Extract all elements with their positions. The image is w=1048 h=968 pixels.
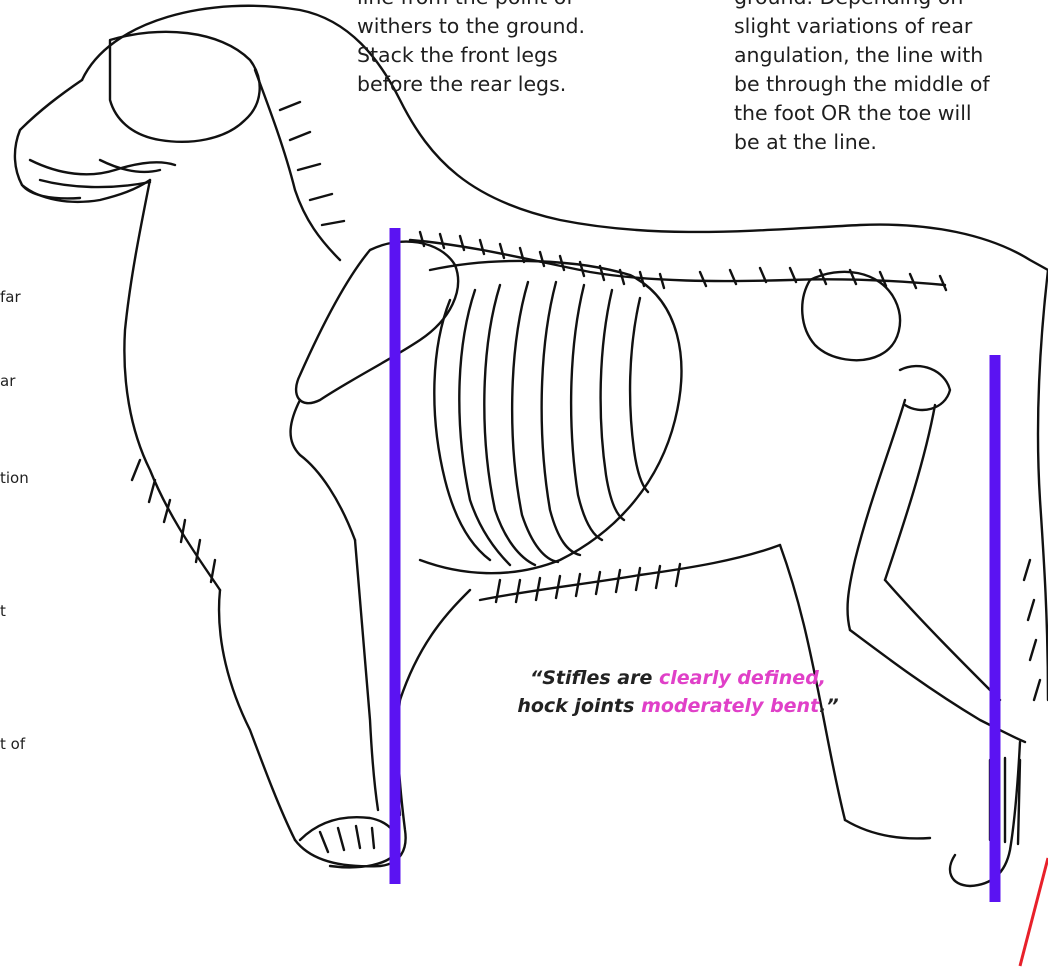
front-leg-outline [295, 700, 406, 866]
rear-note-line: the foot OR the toe will [734, 99, 1044, 128]
left-text-fragment: t [0, 602, 6, 620]
quote-open-mark: “ [530, 667, 542, 689]
skull [110, 32, 260, 142]
left-text-fragment: t of [0, 735, 25, 753]
front-paw [300, 817, 398, 867]
rear-note-line: be at the line. [734, 128, 1044, 157]
rear-note-line: be through the middle of [734, 70, 1044, 99]
rear-note-line: angulation, the line with [734, 41, 1044, 70]
rear-stacking-note: ground. Depending on slight variations o… [734, 0, 1044, 157]
head-outline [15, 80, 150, 202]
quote-line-1: “Stifles are clearly defined, [488, 664, 868, 692]
belly-outline [480, 545, 780, 600]
rear-paw [950, 742, 1020, 886]
quote-highlight: clearly defined, [659, 667, 826, 689]
front-note-line: line from the point of [357, 0, 657, 12]
quote-line-2: hock joints moderately bent.” [488, 692, 868, 720]
left-text-fragment: far [0, 288, 21, 306]
left-text-fragment: ar [0, 372, 15, 390]
breed-standard-quote: “Stifles are clearly defined, hock joint… [488, 664, 868, 720]
neck-vertebrae [255, 70, 340, 260]
quote-text: hock joints [517, 695, 641, 717]
chest-outline [124, 180, 220, 590]
quote-text: Stifles are [542, 667, 659, 689]
rear-note-line: slight variations of rear [734, 12, 1044, 41]
femur [900, 366, 950, 410]
front-note-line: Stack the front legs [357, 41, 657, 70]
quote-close-mark: .” [819, 695, 838, 717]
front-stacking-note: line from the point of withers to the gr… [357, 0, 657, 99]
humerus [291, 400, 355, 540]
front-note-line: before the rear legs. [357, 70, 657, 99]
radius [355, 540, 378, 810]
rear-note-line: ground. Depending on [734, 0, 1044, 12]
left-text-fragment: tion [0, 469, 29, 487]
front-note-line: withers to the ground. [357, 12, 657, 41]
pelvis [802, 272, 900, 360]
quote-highlight: moderately bent [641, 695, 819, 717]
red-arrow [1020, 858, 1048, 966]
